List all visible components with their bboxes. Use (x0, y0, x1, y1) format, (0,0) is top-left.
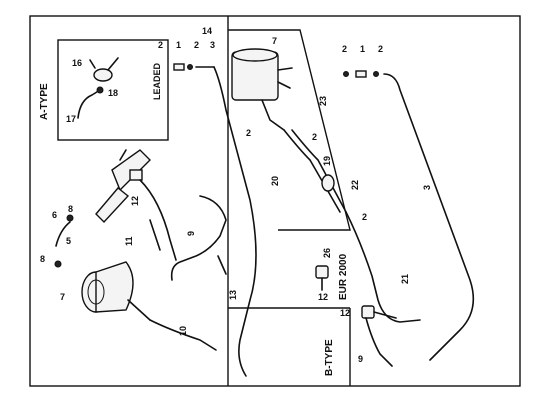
bolt-8a (66, 214, 74, 222)
callout-2-c: 2 (362, 212, 367, 222)
callout-8-b: 8 (40, 254, 45, 264)
diagram-frame (29, 15, 521, 387)
hose-19 (291, 129, 347, 213)
a-type-inset-box (57, 39, 169, 141)
connector-top-left (173, 63, 215, 71)
callout-2-b: 2 (312, 132, 317, 142)
callout-7-upper: 7 (272, 36, 277, 46)
canister-upper (231, 48, 293, 131)
callout-3-b: 3 (422, 185, 432, 190)
eur2000-label: EUR 2000 (338, 253, 349, 300)
callout-7-lower: 7 (60, 292, 65, 302)
a-type-valve-assembly (77, 57, 119, 119)
part-13-rod (217, 255, 227, 275)
callout-2-f: 2 (342, 44, 347, 54)
callout-26: 26 (322, 248, 332, 258)
callout-1-b: 1 (360, 44, 365, 54)
callout-18: 18 (108, 88, 118, 98)
callout-11: 11 (124, 236, 134, 246)
callout-10: 10 (178, 326, 188, 336)
hose-21 (345, 211, 421, 323)
filler-neck-assembly (95, 149, 151, 224)
callout-3-a: 3 (210, 40, 215, 50)
callout-17: 17 (66, 114, 76, 124)
hose-20 (283, 129, 341, 213)
callout-12-b: 12 (318, 292, 328, 302)
callout-23: 23 (318, 96, 328, 106)
evap-inset-box (228, 29, 351, 231)
b-type-label: B-TYPE (324, 339, 335, 376)
callout-2-g: 2 (378, 44, 383, 54)
callout-2-a: 2 (246, 128, 251, 138)
canister-lower (81, 261, 151, 321)
callout-2-d: 2 (158, 40, 163, 50)
callout-2-e: 2 (194, 40, 199, 50)
callout-1-a: 1 (176, 40, 181, 50)
callout-6: 6 (52, 210, 57, 220)
hose-5 (55, 221, 71, 247)
b-type-valve (315, 265, 397, 319)
callout-12-c: 12 (340, 308, 350, 318)
vapor-line-3 (383, 73, 475, 361)
callout-19: 19 (322, 156, 332, 166)
callout-22: 22 (350, 180, 360, 190)
hose-9 (170, 195, 227, 281)
breather-pipe (149, 219, 161, 251)
callout-14: 14 (202, 26, 212, 36)
callout-20: 20 (270, 176, 280, 186)
callout-12-a: 12 (130, 196, 140, 206)
b-type-hose-9 (365, 317, 393, 367)
leaded-label: LEADED (152, 62, 162, 100)
callout-9-b: 9 (358, 354, 363, 364)
callout-16: 16 (72, 58, 82, 68)
a-type-label: A-TYPE (39, 83, 50, 120)
callout-9-a: 9 (186, 231, 196, 236)
filler-pipe (139, 179, 177, 261)
clip-22 (321, 174, 335, 192)
bolt-8b (54, 260, 62, 268)
callout-13: 13 (228, 290, 238, 300)
vapor-line-main (213, 66, 257, 377)
callout-8-a: 8 (68, 204, 73, 214)
hose-10 (149, 319, 217, 351)
connector-top-right (343, 70, 379, 78)
callout-5: 5 (66, 236, 71, 246)
callout-21: 21 (400, 274, 410, 284)
